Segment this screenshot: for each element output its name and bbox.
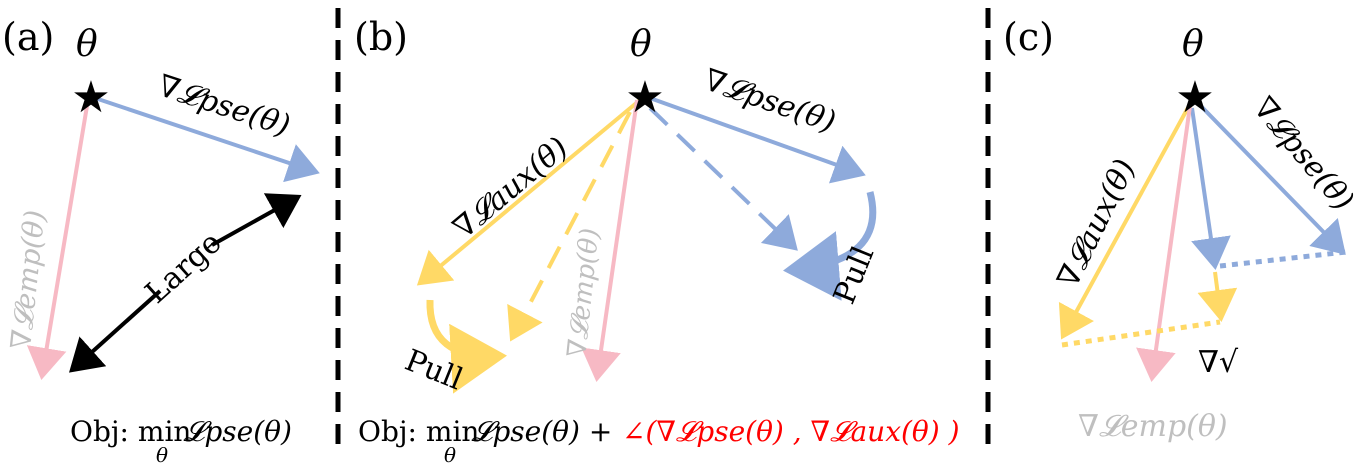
panel-a-large-arrow-2 (211, 193, 302, 247)
panel-a-tag: (a) (2, 15, 54, 59)
panel-b-pull-right-label: Pull (827, 241, 881, 309)
panel-c-theta: θ (1182, 24, 1204, 65)
panel-c-grad-emp-arrow (1136, 105, 1192, 382)
panel-c-grad-aux-arrow (1058, 103, 1192, 340)
panel-c-tag: (c) (1003, 15, 1054, 59)
panel-b-obj-prefix: Obj: min (358, 415, 479, 448)
panel-b-obj-expr: 𝓛pse(θ) + (472, 415, 612, 448)
panel-a-star-icon: ★ (71, 72, 110, 123)
panel-b-star-icon: ★ (625, 72, 664, 123)
panel-b-grad-pse-label: ∇𝓛pse(θ) (699, 62, 840, 140)
panel-a-theta: θ (76, 24, 98, 65)
panel-b-grad-aux-arrow (416, 98, 642, 286)
panel-c-yellow-dotted (1061, 319, 1221, 348)
panel-b-theta: θ (630, 24, 652, 65)
panel-b-obj-sub: θ (444, 443, 456, 464)
panel-b-grad-aux-dashed-arrow (507, 111, 632, 342)
panel-a-large-arrow (69, 289, 162, 373)
panel-c-grad-pse-label: ∇𝓛pse(θ) (1246, 91, 1355, 218)
panel-c-grad-aux-proj-arrow (1197, 271, 1238, 322)
panel-b-grad-emp-label: ∇𝓛emp(θ) (562, 227, 605, 359)
panel-c-grad-check-label: ∇√ (1198, 345, 1239, 380)
panel-c-grad-pse-proj-arrow (1190, 107, 1231, 270)
panel-a-objective: Obj: min (70, 415, 191, 448)
panel-c-blue-dotted (1219, 249, 1347, 269)
panel-c: (c) θ ★ ∇𝓛pse(θ) ∇𝓛aux(θ) ∇√ ∇𝓛emp(θ) (1003, 15, 1355, 444)
panel-b-grad-emp-arrow (581, 99, 639, 382)
panel-b-pull-right-arc (783, 191, 877, 301)
panel-c-grad-emp-label: ∇𝓛emp(θ) (1078, 409, 1228, 444)
panel-b-grad-aux-label: ∇𝓛aux(θ) (447, 130, 575, 246)
panel-a-obj-expr: 𝓛pse(θ) (184, 415, 292, 448)
panel-c-grad-pse-arrow (1195, 100, 1346, 255)
panel-b: (b) θ ★ ∇𝓛pse(θ) ∇𝓛aux(θ) ∇𝓛emp(θ) Pull … (354, 15, 960, 464)
panel-c-star-icon: ★ (1175, 72, 1214, 123)
panel-a-large-label: Large (139, 225, 229, 311)
panel-a-obj-prefix: Obj: min (70, 415, 191, 448)
panel-b-obj-angle: ∠(∇𝓛pse(θ) , ∇𝓛aux(θ) ) (622, 415, 960, 448)
panel-a-grad-emp-label: ∇𝓛emp(θ) (4, 208, 51, 350)
panel-a-obj-sub: θ (156, 443, 168, 464)
panel-b-tag: (b) (354, 15, 408, 59)
panel-b-grad-pse-arrow (646, 95, 866, 184)
panel-b-pull-left-arc (426, 299, 507, 394)
panel-a-grad-emp-arrow (26, 99, 90, 380)
panel-a: (a) θ ★ ∇𝓛pse(θ) ∇𝓛emp(θ) Large Obj: min… (2, 15, 320, 464)
panel-b-grad-pse-dashed-arrow (648, 106, 798, 251)
panel-a-grad-pse-arrow (91, 95, 320, 183)
panel-a-grad-pse-label: ∇𝓛pse(θ) (154, 68, 295, 143)
